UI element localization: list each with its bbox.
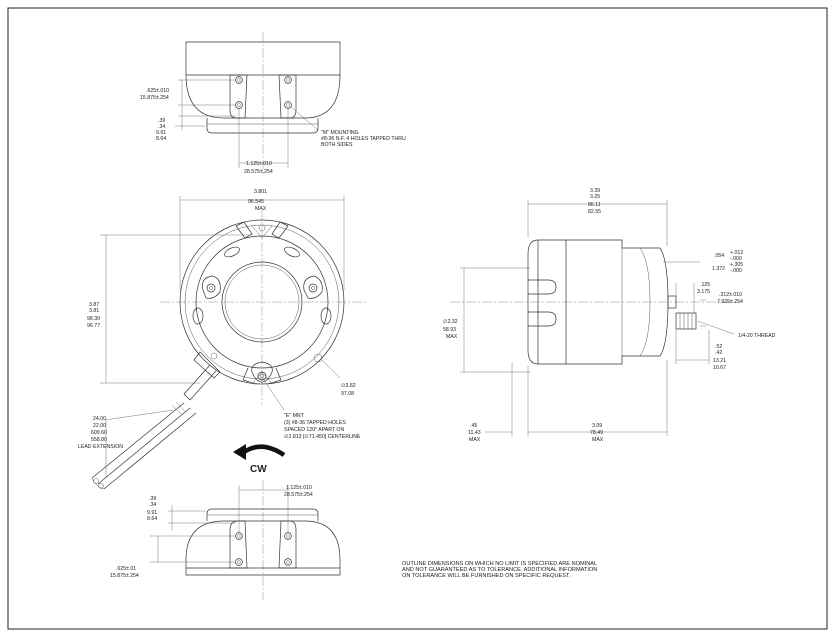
top-dim-39: .39 (158, 118, 165, 124)
front-width-mm: 96.545 (248, 199, 264, 205)
top-view (175, 32, 341, 175)
side-dia-in: ∅2.32 (443, 319, 458, 325)
front-width-in: 3.801 (254, 189, 267, 195)
front-height-min-in: 3.81 (89, 308, 99, 314)
top-dim-625: .625±.010 (146, 88, 169, 94)
top-dim-1125-mm: 28.575±.254 (244, 169, 273, 175)
front-dia-mm: 97.08 (341, 391, 354, 397)
side-dim-45-max: MAX (469, 437, 481, 443)
front-e-mnt-line1: "E" MNT (284, 413, 305, 419)
bottom-dim-1125: 1.125±.010 (286, 485, 312, 491)
bottom-view (150, 480, 341, 600)
notes-line3: ON TOLERANCE WILL BE FURNISHED ON SPECIF… (402, 573, 571, 579)
front-height-min-mm: 96.77 (87, 323, 100, 329)
top-dim-1125: 1.125±.010 (246, 161, 272, 167)
side-len-max-mm: 86.11 (588, 202, 601, 208)
front-lead-max-mm: 609.60 (91, 430, 107, 436)
bottom-dim-39: .39 (149, 496, 156, 502)
front-rotation: CW (250, 464, 267, 475)
front-e-mnt-line2: (3) #8-36 TAPPED HOLES (284, 420, 346, 426)
front-dia-in: ∅3.82 (341, 383, 356, 389)
bottom-dim-625-mm: 15.875±.254 (110, 573, 139, 579)
bottom-dim-34: .34 (149, 502, 156, 508)
front-height-max-mm: 98.30 (87, 316, 100, 322)
front-view (91, 196, 368, 490)
top-dim-625-mm: 15.875±.254 (140, 95, 169, 101)
side-dim-42: .42 (715, 350, 722, 356)
side-len-max-in: 3.39 (590, 188, 600, 194)
notes-line1: OUTLINE DIMENSIONS ON WHICH NO LIMIT IS … (402, 561, 597, 567)
front-lead-max-in: 24.00 (93, 416, 106, 422)
side-len-min-in: 3.25 (590, 194, 600, 200)
side-dim-1321: 13.21 (713, 358, 726, 364)
side-dim-1372-tol: +.305 (730, 262, 743, 268)
front-lead-label: LEAD EXTENSION (78, 444, 123, 450)
front-width-max: MAX (255, 206, 267, 212)
notes-line2: AND NOT GUARANTEED AS TO TOLERANCE. ADDI… (402, 567, 597, 573)
top-note-line1: "M" MOUNTING (321, 130, 359, 136)
top-note-line3: BOTH SIDES (321, 142, 353, 148)
side-dim-52: .52 (715, 344, 722, 350)
front-height-max-in: 3.87 (89, 302, 99, 308)
bottom-dim-864: 8.64 (147, 516, 157, 522)
front-lead-min-mm: 558.80 (91, 437, 107, 443)
side-dim-054: .054 (714, 253, 724, 259)
side-dim-1067: 10.67 (713, 365, 726, 371)
top-dim-991: 9.91 (156, 130, 166, 136)
side-dim-7849: 78.49 (590, 430, 603, 436)
side-dim-054-tol: +.012 (730, 250, 743, 256)
top-note-line2: #8-36 N.F. 4 HOLES TAPPED THRU (321, 136, 406, 142)
drawing-border (7, 7, 828, 630)
side-dim-309-max: MAX (592, 437, 604, 443)
front-lead-min-in: 22.00 (93, 423, 106, 429)
bottom-dim-625: .625±.01 (116, 566, 136, 572)
side-view (450, 200, 740, 436)
side-dim-1372: 1.372 (712, 266, 725, 272)
side-dim-309: 3.09 (592, 423, 602, 429)
side-dim-312-mm: 7.925±.254 (717, 299, 743, 305)
side-thread: 1/4-20 THREAD (738, 333, 776, 339)
top-dim-864: 8.64 (156, 136, 166, 142)
side-dim-125: .125 (700, 282, 710, 288)
side-dim-3175: 3.175 (697, 289, 710, 295)
side-dim-1143: 11.43 (468, 430, 481, 436)
side-dim-45: .45 (470, 423, 477, 429)
bottom-dim-1125-mm: 28.575±.254 (284, 492, 313, 498)
side-dim-312: .312±.010 (719, 292, 742, 298)
side-dia-mm: 58.93 (443, 327, 456, 333)
side-dia-max: MAX (446, 334, 458, 340)
side-len-min-mm: 82.55 (588, 209, 601, 215)
side-dim-054-tol2: -.000 (730, 256, 742, 262)
front-e-mnt-line4: ∅2.813 [∅71.450] CENTERLINE (284, 434, 361, 440)
front-e-mnt-line3: SPACED 120° APART ON (284, 427, 344, 433)
side-dim-1372-tol2: -.000 (730, 268, 742, 274)
bottom-dim-991: 9.91 (147, 510, 157, 516)
top-dim-34: .34 (158, 124, 165, 130)
